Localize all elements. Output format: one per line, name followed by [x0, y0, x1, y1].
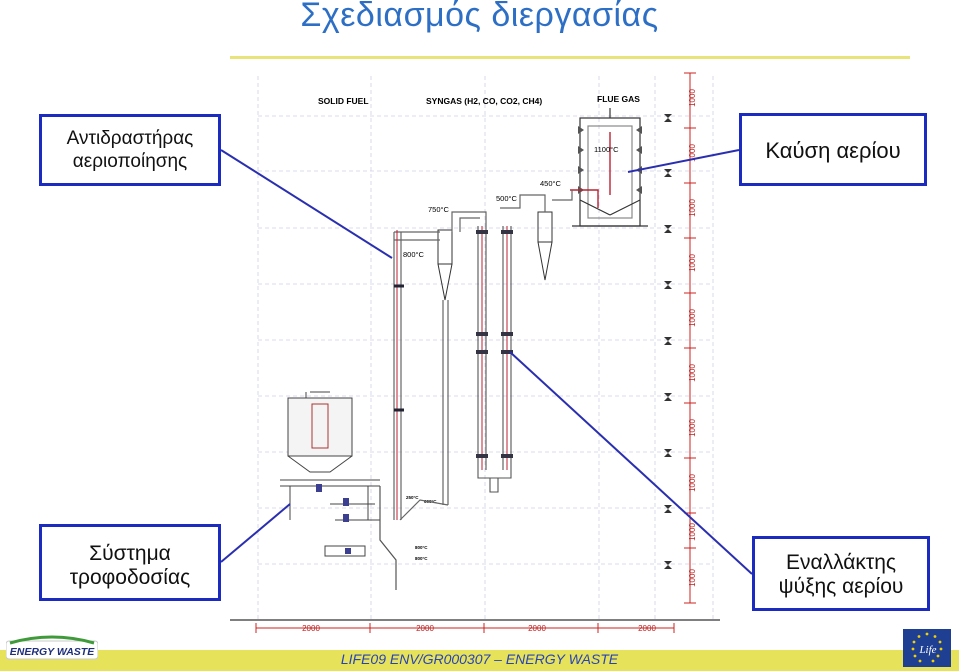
dim-label-v: 1000 — [688, 254, 697, 272]
callout-gas-combustion: Καύση αερίου — [739, 113, 927, 186]
burner-icons — [578, 126, 642, 194]
callout-line: Σύστημα — [89, 542, 171, 565]
callout-line: Καύση αερίου — [765, 138, 901, 163]
temp-label: 1100°C — [594, 145, 619, 154]
temp-label: 250°C — [406, 495, 419, 500]
callout-feeding-system: Σύστημα τροφοδοσίας — [39, 524, 221, 601]
callout-line: Εναλλάκτης — [785, 551, 897, 574]
valve-icons — [664, 114, 672, 569]
page-title: Σχεδιασμός διεργασίας — [300, 0, 659, 34]
dim-label-v: 1000 — [688, 569, 697, 587]
dim-label-v: 1000 — [688, 89, 697, 107]
callout-heat-exchanger: Εναλλάκτης ψύξης αερίου — [752, 536, 930, 611]
callout-line: τροφοδοσίας — [69, 566, 191, 589]
dim-label-h: 2000 — [638, 624, 656, 633]
cyclone-2 — [537, 211, 553, 281]
reactor-riser — [393, 231, 440, 520]
dim-label-v: 1000 — [688, 523, 697, 541]
temp-label: 500°C — [496, 194, 518, 203]
dim-label-v: 1000 — [688, 419, 697, 437]
callout-line: ψύξης αερίου — [778, 575, 904, 598]
title-underline — [230, 56, 910, 59]
return-pipe — [399, 300, 449, 521]
dim-label-v: 1000 — [688, 199, 697, 217]
syngas-pipe — [451, 190, 573, 232]
feed-hopper — [280, 391, 380, 557]
callout-gasification-reactor: Αντιδραστήρας αεριοποίησης — [39, 114, 221, 186]
logo-text: ENERGY WASTE — [10, 646, 95, 658]
motor-icons — [316, 484, 351, 554]
temp-label: 450°C — [540, 179, 562, 188]
label-syngas: SYNGAS (H2, CO, CO2, CH4) — [426, 96, 542, 106]
flange-icons — [476, 230, 513, 458]
dim-label-h: 2000 — [528, 624, 546, 633]
callout-line: αεριοποίησης — [72, 151, 188, 172]
temp-label: 750°C — [428, 205, 450, 214]
energy-waste-logo: ENERGY WASTE — [6, 635, 98, 660]
dim-label-v: 1000 — [688, 144, 697, 162]
life-eu-logo: Life — [903, 629, 951, 667]
footer-text: LIFE09 ENV/GR000307 – ENERGY WASTE — [340, 651, 619, 667]
temp-label: 800°C — [415, 556, 428, 561]
label-solid-fuel: SOLID FUEL — [318, 96, 369, 106]
temp-label: 800°C — [403, 250, 425, 259]
dim-label-h: 2000 — [416, 624, 434, 633]
dim-label-v: 1000 — [688, 309, 697, 327]
heat-exchanger — [477, 226, 512, 493]
dim-label-h: 2000 — [302, 624, 320, 633]
dim-label-v: 1000 — [688, 364, 697, 382]
temp-label: 800°C — [415, 545, 428, 550]
footer-bar — [0, 650, 959, 671]
dim-label-v: 1000 — [688, 474, 697, 492]
logo-life-text: Life — [918, 644, 936, 656]
callout-line: Αντιδραστήρας — [66, 128, 194, 149]
leader-lines — [220, 149, 753, 575]
cyclone-1 — [437, 229, 453, 301]
label-flue-gas: FLUE GAS — [597, 94, 640, 104]
